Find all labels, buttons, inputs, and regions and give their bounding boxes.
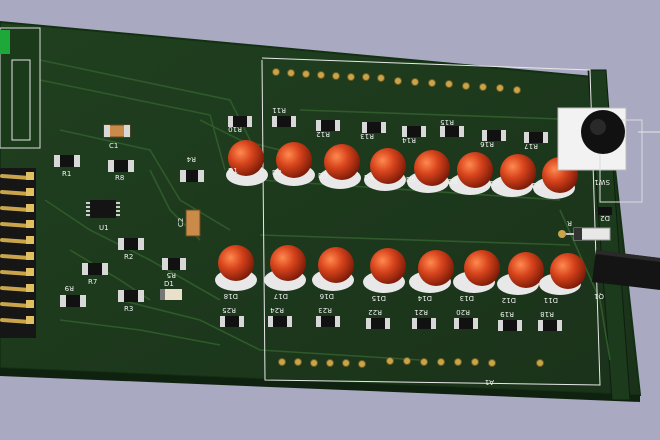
label-d12: D12 [502,296,516,304]
label-top-led-1: D1 [228,167,238,175]
label-r21: R21 [414,308,428,316]
label-r14: R14 [402,136,416,144]
left-silkscreen-labels: C1 R1 R8 U1 R4 C2 R2 R7 R5 R9 R3 D1 [62,142,196,313]
led-d13 [453,250,500,293]
led-d6 [449,152,493,195]
led-d3 [319,144,361,189]
label-d16: D16 [319,292,334,300]
label-d11: D11 [544,296,558,304]
led-d18 [215,245,257,291]
label-r-small: R [567,219,572,227]
label-r12: R12 [316,130,330,138]
led-d11 [539,253,586,295]
label-top-led-6: D6 [448,178,458,186]
led-d2 [273,142,315,186]
label-d13: D13 [460,294,474,302]
label-top-led-3: D3 [318,172,328,180]
label-r2: R2 [124,253,133,261]
label-sw1: SW1 [594,178,610,186]
left-top-connector [0,27,41,149]
led-d7 [491,154,536,197]
left-smd-components [54,124,204,307]
label-r3: R3 [124,305,133,313]
label-d1: D1 [164,280,174,288]
label-d2: D2 [600,214,610,222]
bottom-led-row [215,245,586,295]
label-r13: R13 [360,132,374,140]
label-r15: R15 [440,118,454,126]
label-r19: R19 [500,310,514,318]
label-r10: R10 [228,125,242,133]
bottom-resistor-row [220,316,562,331]
top-led-labels: D1 D2 D3 D4 D5 D6 D7 D8 [228,167,542,190]
label-c1: C1 [109,142,118,150]
label-r16: R16 [480,140,494,148]
top-header-pads [272,68,521,94]
module-a1-outline [261,57,601,386]
copper-traces [39,59,611,361]
bottom-resistor-labels: R25 R24 R23 R22 R21 R20 R19 R18 [222,306,554,318]
led-d17 [264,245,306,291]
pcb-board-edge [0,368,640,402]
label-d18: D18 [224,292,238,300]
top-resistor-labels: R10 R11 R12 R13 R14 R15 R16 R17 [228,106,538,150]
label-r18: R18 [540,310,554,318]
label-u1: U1 [99,224,109,232]
label-d15: D15 [372,294,386,302]
label-a1: A1 [485,378,494,386]
label-top-led-8: D8 [532,182,542,190]
label-top-led-2: D2 [272,169,282,177]
label-top-led-4: D4 [364,174,374,182]
label-q1: Q1 [594,292,604,300]
label-r4: R4 [186,155,196,163]
label-r25: R25 [222,306,236,314]
label-r23: R23 [318,306,332,314]
right-small-parts: D2 R [558,207,612,241]
label-r17: R17 [524,142,538,150]
label-r1: R1 [62,170,71,178]
label-r11: R11 [272,106,286,114]
label-r5: R5 [167,271,176,279]
top-led-row [226,140,578,199]
top-resistor-row [228,116,548,143]
led-d14 [409,250,454,293]
label-d14: D14 [417,294,432,302]
label-top-led-7: D7 [490,180,500,188]
led-d16 [312,247,354,291]
bottom-led-labels: D18 D17 D16 D15 D14 D13 D12 D11 [224,292,558,304]
label-r20: R20 [456,308,470,316]
led-d5 [407,150,450,193]
led-d12 [497,252,544,295]
led-d1 [226,140,268,186]
left-pin-header [0,168,36,338]
label-r9: R9 [65,284,74,292]
bottom-header-pads [278,357,544,368]
push-button-sw1: SW1 [557,107,643,203]
label-c2: C2 [177,218,185,227]
transistor-q1: Q1 [592,250,660,300]
label-r8: R8 [115,174,124,182]
label-d17: D17 [274,292,288,300]
label-r22: R22 [368,308,382,316]
led-d15 [363,248,406,293]
label-r7: R7 [88,278,97,286]
led-d4 [364,148,406,191]
label-r24: R24 [270,306,284,314]
label-top-led-5: D5 [406,176,416,184]
